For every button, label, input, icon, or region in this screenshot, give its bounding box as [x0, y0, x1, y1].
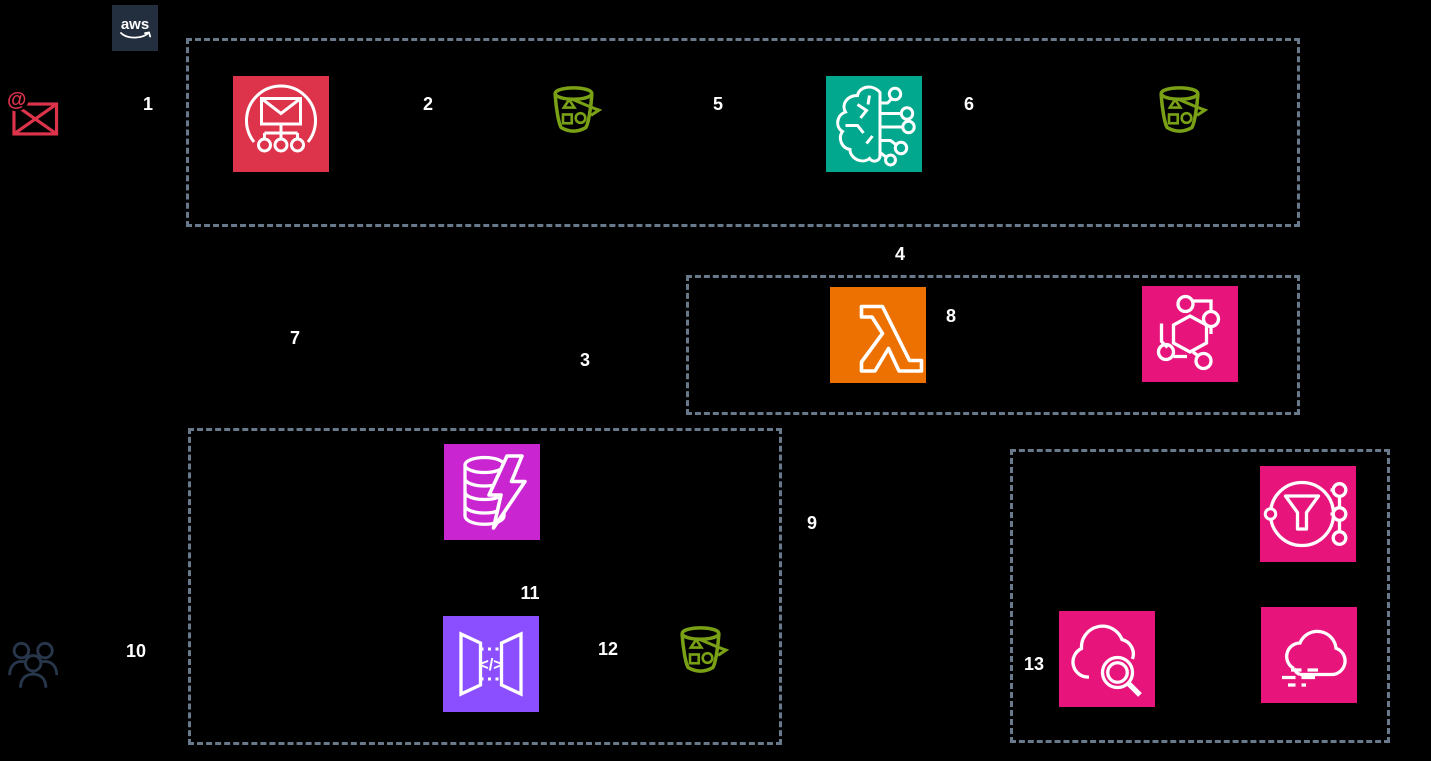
group-box-2 [686, 275, 1300, 415]
svg-text:</>: </> [479, 656, 503, 674]
lambda-icon [859, 304, 924, 373]
lambda-node [830, 287, 926, 383]
email-source: @ [4, 83, 62, 145]
email-at-icon: @ [4, 87, 59, 136]
cloud-search-node [1059, 611, 1155, 707]
step-label-3: 3 [579, 350, 591, 370]
s3-bucket-icon [680, 626, 730, 673]
database-cache-node [444, 444, 540, 540]
users [3, 637, 67, 695]
api-gateway-icon: </> [459, 631, 523, 697]
api-gateway-node: </> [443, 616, 539, 712]
step-label-8: 8 [945, 306, 957, 326]
cloud-lines-icon [1282, 629, 1347, 687]
step-label-9: 9 [806, 513, 818, 533]
step-label-7: 7 [289, 328, 301, 348]
funnel-fanout-node [1260, 466, 1356, 562]
s3-bucket-node-b [1155, 83, 1211, 139]
funnel-fanout-icon [1263, 480, 1348, 548]
group-box-4 [1010, 449, 1390, 743]
aws-logo-text: aws [121, 16, 149, 33]
step-label-10: 10 [125, 641, 147, 661]
s3-bucket-node-a [549, 83, 605, 139]
hexagon-network-node [1142, 286, 1238, 382]
svg-text:@: @ [7, 89, 26, 111]
group-box-3 [188, 428, 782, 745]
step-label-6: 6 [963, 94, 975, 114]
machine-learning-node [826, 76, 922, 172]
step-label-12: 12 [597, 639, 619, 659]
users-icon [8, 641, 59, 688]
group-box-1 [186, 38, 1300, 227]
step-label-13: 13 [1023, 654, 1045, 674]
step-label-4: 4 [894, 244, 906, 264]
step-label-5: 5 [712, 94, 724, 114]
email-distribution-icon [245, 84, 317, 153]
cloud-stream-node [1261, 607, 1357, 703]
aws-logo: aws [112, 5, 158, 51]
cloud-magnifier-icon [1071, 624, 1142, 697]
step-label-2: 2 [422, 94, 434, 114]
aws-logo-icon: aws [120, 16, 152, 39]
step-label-11: 11 [520, 583, 540, 603]
email-service-node [233, 76, 329, 172]
hexagon-network-icon [1156, 294, 1221, 371]
database-lightning-icon [463, 454, 527, 530]
s3-bucket-icon [1159, 86, 1209, 133]
step-label-1: 1 [142, 94, 154, 114]
s3-bucket-node-c [676, 623, 732, 679]
machine-learning-brain-icon [836, 85, 916, 167]
s3-bucket-icon [553, 86, 603, 133]
